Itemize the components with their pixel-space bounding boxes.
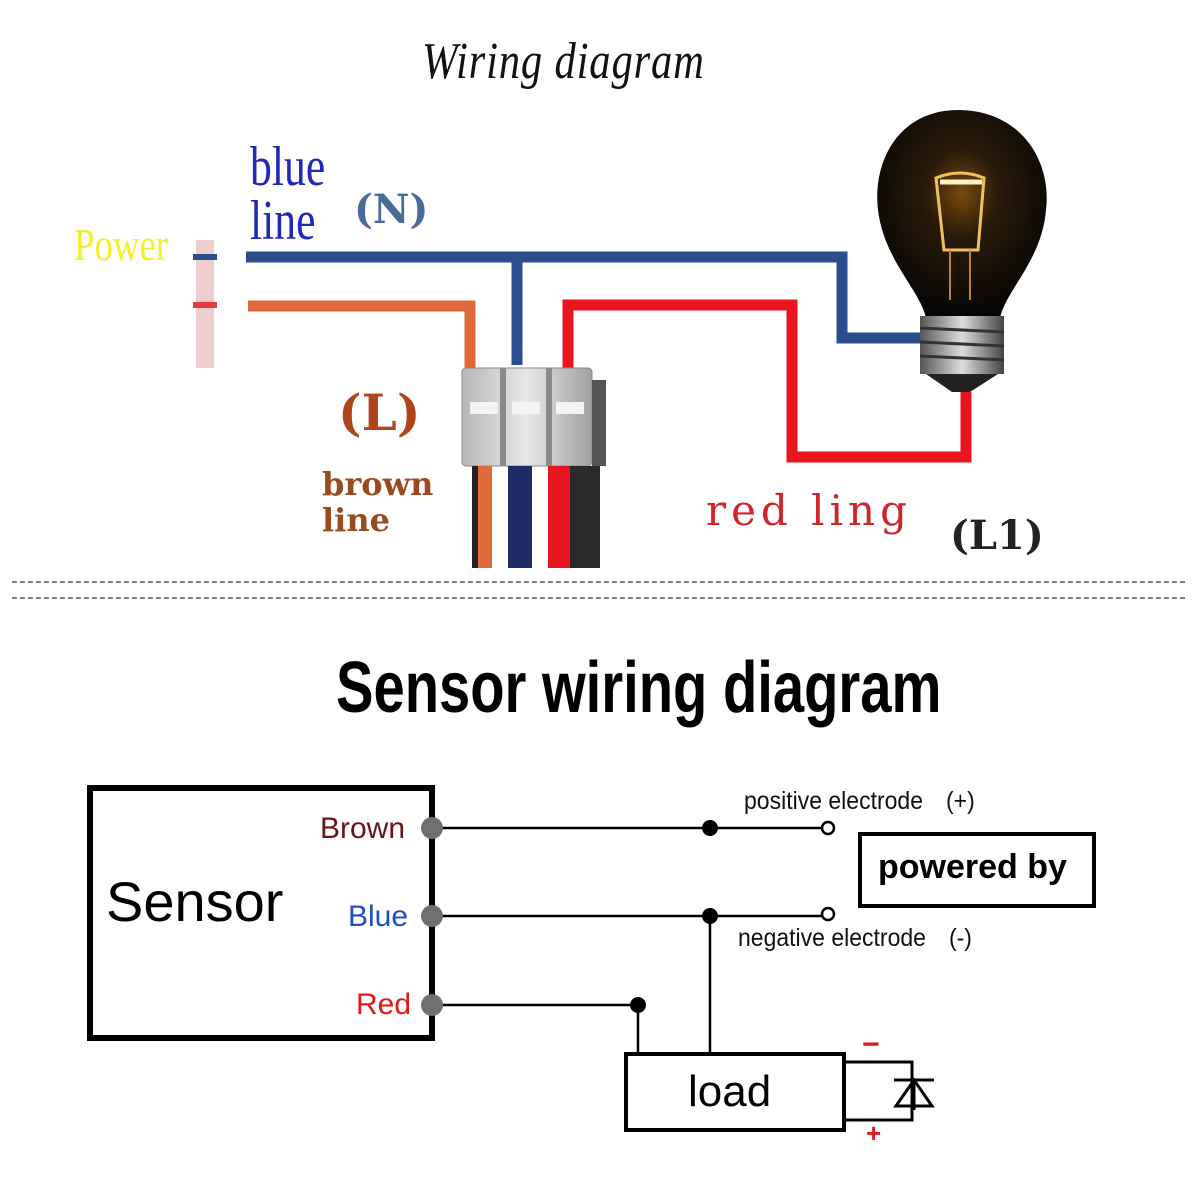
- sensor-wiring-title: Sensor wiring diagram: [336, 648, 942, 728]
- blue-line-label-2: line: [250, 190, 316, 252]
- wiring-diagram-title: Wiring diagram: [422, 33, 705, 90]
- junction-dot: [702, 908, 718, 924]
- red-terminal-dot: [421, 994, 443, 1016]
- negative-terminal: [820, 906, 836, 922]
- power-label: Power: [74, 219, 169, 270]
- sensor-label: Sensor: [106, 870, 284, 933]
- brown-line-label-2: line: [322, 501, 390, 539]
- brown-terminal-dot: [421, 817, 443, 839]
- negative-electrode-label: negative electrode (-): [738, 924, 972, 952]
- diode-icon: [846, 1060, 935, 1122]
- minus-sign: −: [862, 1028, 880, 1061]
- blue-line-label-1: blue: [250, 136, 326, 198]
- blue-line-label: blue line: [250, 136, 326, 252]
- power-supply-box: [858, 832, 1096, 908]
- load-label: load: [688, 1067, 772, 1116]
- positive-terminal: [820, 820, 836, 836]
- terminal-block-icon: [461, 367, 606, 568]
- blue-terminal-dot: [421, 905, 443, 927]
- l1-label: (L1): [950, 512, 1044, 559]
- powered-by-label: powered by: [878, 848, 1067, 886]
- brown-terminal-label: Brown: [320, 812, 406, 845]
- brown-line-label: brown line: [322, 466, 433, 538]
- junction-dot: [702, 820, 718, 836]
- blue-wire: [246, 251, 920, 344]
- brown-wire: [248, 300, 476, 368]
- blue-terminal-label: Blue: [348, 900, 409, 933]
- red-terminal-label: Red: [356, 988, 412, 1021]
- neutral-label: (N): [354, 186, 429, 233]
- light-bulb-icon: [877, 110, 1047, 392]
- power-plug-icon: [193, 240, 217, 368]
- plus-sign: +: [866, 1118, 882, 1148]
- positive-electrode-label: positive electrode (+): [744, 787, 975, 815]
- red-wire: [562, 299, 972, 463]
- live-label: (L): [338, 383, 421, 442]
- red-line-label: red ling: [706, 486, 912, 535]
- junction-dot: [630, 997, 646, 1013]
- brown-line-label-1: brown: [322, 465, 434, 503]
- load-box: [624, 1052, 846, 1132]
